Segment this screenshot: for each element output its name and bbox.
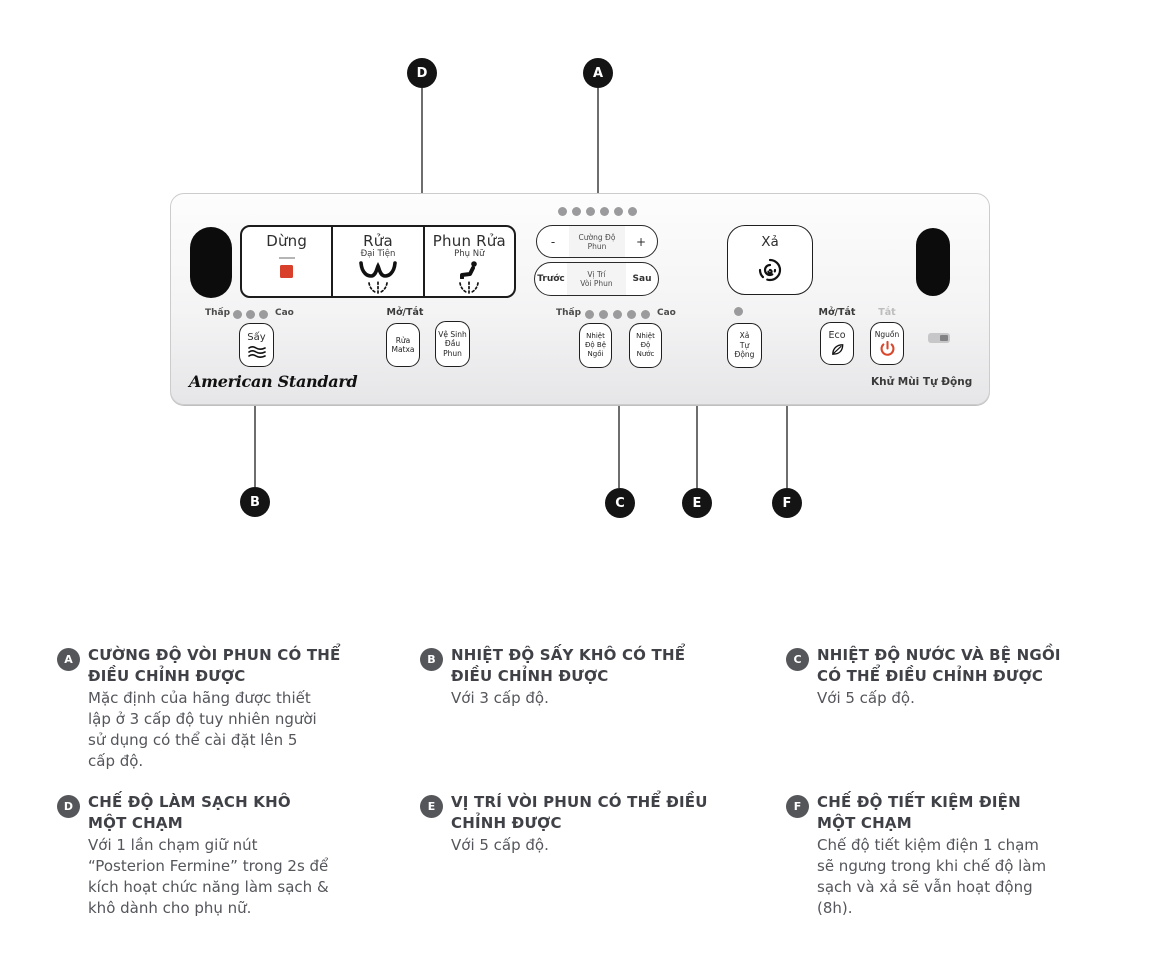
stop-button[interactable]: Dừng	[242, 227, 331, 296]
temp-dot	[585, 310, 594, 319]
dry-label: Sấy	[247, 332, 266, 344]
callout-marker-f: F	[772, 488, 802, 518]
position-front-button[interactable]: Trước	[537, 274, 565, 284]
intensity-dot	[600, 207, 609, 216]
description-b: B NHIỆT ĐỘ SẤY KHÔ CÓ THỂ ĐIỀU CHỈNH ĐƯỢ…	[420, 645, 750, 709]
temp-scale-high: Cao	[657, 308, 676, 318]
dry-button[interactable]: Sấy	[239, 323, 274, 367]
auto-flush-indicator-dot	[734, 307, 743, 316]
flush-label: Xả	[761, 234, 779, 250]
description-b-title: NHIỆT ĐỘ SẤY KHÔ CÓ THỂ ĐIỀU CHỈNH ĐƯỢC	[451, 646, 686, 685]
temp-dot	[641, 310, 650, 319]
description-a: A CƯỜNG ĐỘ VÒI PHUN CÓ THỂ ĐIỀU CHỈNH ĐƯ…	[57, 645, 387, 772]
callout-marker-a: A	[583, 58, 613, 88]
description-f: F CHẾ ĐỘ TIẾT KIỆM ĐIỆN MỘT CHẠM Chế độ …	[786, 792, 1116, 919]
description-d-title: CHẾ ĐỘ LÀM SẠCH KHÔ MỘT CHẠM	[88, 793, 291, 832]
massage-wash-button[interactable]: Rửa Matxa	[386, 323, 420, 367]
brand-logo: American Standard	[189, 372, 358, 391]
dry-scale-high: Cao	[275, 308, 294, 318]
front-wash-button[interactable]: Phun Rửa Phụ Nữ	[422, 227, 514, 296]
flush-button[interactable]: Xả	[727, 225, 813, 295]
spray-icon	[459, 280, 480, 294]
description-d: D CHẾ ĐỘ LÀM SẠCH KHÔ MỘT CHẠM Với 1 lần…	[57, 792, 387, 919]
spray-icon	[368, 280, 388, 294]
nozzle-clean-button[interactable]: Vệ Sinh Đầu Phun	[435, 321, 470, 367]
description-e: E VỊ TRÍ VÒI PHUN CÓ THỂ ĐIỀU CHỈNH ĐƯỢC…	[420, 792, 750, 856]
flush-swirl-icon	[758, 258, 782, 282]
badge-f: F	[786, 795, 809, 818]
position-label: Vị Trí Vòi Phun	[567, 263, 626, 295]
power-icon	[880, 341, 894, 356]
badge-d: D	[57, 795, 80, 818]
right-grip	[916, 228, 950, 296]
temp-dot	[599, 310, 608, 319]
callout-marker-b: B	[240, 487, 270, 517]
auto-flush-button[interactable]: Xả Tự Động	[727, 323, 762, 368]
seated-person-icon	[460, 261, 478, 279]
dry-dot	[259, 310, 268, 319]
main-button-group: Dừng Rửa Đại Tiện Phun Rửa Phụ Nữ	[240, 225, 516, 298]
deodorizer-label: Khử Mùi Tự Động	[871, 376, 973, 388]
front-wash-sublabel: Phụ Nữ	[454, 249, 485, 259]
dry-dot	[246, 310, 255, 319]
description-a-body: Mặc định của hãng được thiết lập ở 3 cấp…	[88, 689, 317, 770]
posterior-wash-icon	[359, 261, 397, 278]
wash-sublabel: Đại Tiện	[360, 249, 396, 259]
description-c: C NHIỆT ĐỘ NƯỚC VÀ BỆ NGỒI CÓ THỂ ĐIỀU C…	[786, 645, 1116, 709]
stop-square-icon	[280, 265, 294, 278]
stop-divider	[278, 257, 295, 259]
eco-group-label: Mở/Tắt	[818, 307, 856, 318]
eco-button[interactable]: Eco	[820, 322, 854, 365]
intensity-plus-button[interactable]: +	[635, 234, 647, 249]
intensity-dot	[586, 207, 595, 216]
intensity-dot	[614, 207, 623, 216]
description-f-body: Chế độ tiết kiệm điện 1 chạm sẽ ngưng tr…	[817, 836, 1047, 917]
callout-marker-c: C	[605, 488, 635, 518]
water-temp-button[interactable]: Nhiệt Độ Nước	[629, 323, 662, 368]
badge-a: A	[57, 648, 80, 671]
stop-label: Dừng	[266, 232, 308, 250]
nozzle-position-rocker[interactable]: Trước Vị Trí Vòi Phun Sau	[534, 262, 659, 296]
wash-button[interactable]: Rửa Đại Tiện	[331, 227, 422, 296]
eco-leaf-icon	[831, 344, 843, 355]
spray-intensity-rocker[interactable]: - Cường Độ Phun +	[536, 225, 658, 258]
intensity-dot	[628, 207, 637, 216]
intensity-dot	[572, 207, 581, 216]
temp-dot	[627, 310, 636, 319]
badge-e: E	[420, 795, 443, 818]
power-button[interactable]: Nguồn	[870, 322, 904, 365]
dry-scale-low: Thấp	[205, 308, 231, 318]
intensity-dot	[558, 207, 567, 216]
description-e-body: Với 5 cấp độ.	[451, 836, 549, 854]
front-wash-label: Phun Rửa	[432, 232, 506, 250]
dry-dot	[233, 310, 242, 319]
intensity-minus-button[interactable]: -	[550, 234, 556, 249]
position-back-button[interactable]: Sau	[632, 274, 652, 284]
eco-label: Eco	[828, 330, 846, 342]
wash-label: Rửa	[363, 232, 393, 250]
seat-temp-button[interactable]: Nhiệt Độ Bệ Ngồi	[579, 323, 612, 368]
remote-panel: Dừng Rửa Đại Tiện Phun Rửa Phụ Nữ	[170, 193, 990, 405]
description-c-body: Với 5 cấp độ.	[817, 689, 915, 707]
description-e-title: VỊ TRÍ VÒI PHUN CÓ THỂ ĐIỀU CHỈNH ĐƯỢC	[451, 793, 708, 832]
left-grip	[190, 227, 232, 298]
description-f-title: CHẾ ĐỘ TIẾT KIỆM ĐIỆN MỘT CHẠM	[817, 793, 1021, 832]
massage-group-label: Mở/Tắt	[386, 307, 424, 318]
power-group-label: Tắt	[878, 307, 896, 318]
dry-waves-icon	[247, 345, 266, 358]
callout-marker-d: D	[407, 58, 437, 88]
temp-scale-low: Thấp	[556, 308, 582, 318]
description-c-title: NHIỆT ĐỘ NƯỚC VÀ BỆ NGỒI CÓ THỂ ĐIỀU CHỈ…	[817, 646, 1061, 685]
badge-b: B	[420, 648, 443, 671]
temp-dot	[613, 310, 622, 319]
intensity-label: Cường Độ Phun	[569, 226, 625, 257]
power-label: Nguồn	[874, 329, 900, 339]
description-b-body: Với 3 cấp độ.	[451, 689, 549, 707]
description-d-body: Với 1 lần chạm giữ nút “Posterion Fermin…	[88, 836, 329, 917]
callout-marker-e: E	[682, 488, 712, 518]
description-a-title: CƯỜNG ĐỘ VÒI PHUN CÓ THỂ ĐIỀU CHỈNH ĐƯỢC	[88, 646, 341, 685]
battery-icon	[928, 333, 950, 343]
badge-c: C	[786, 648, 809, 671]
